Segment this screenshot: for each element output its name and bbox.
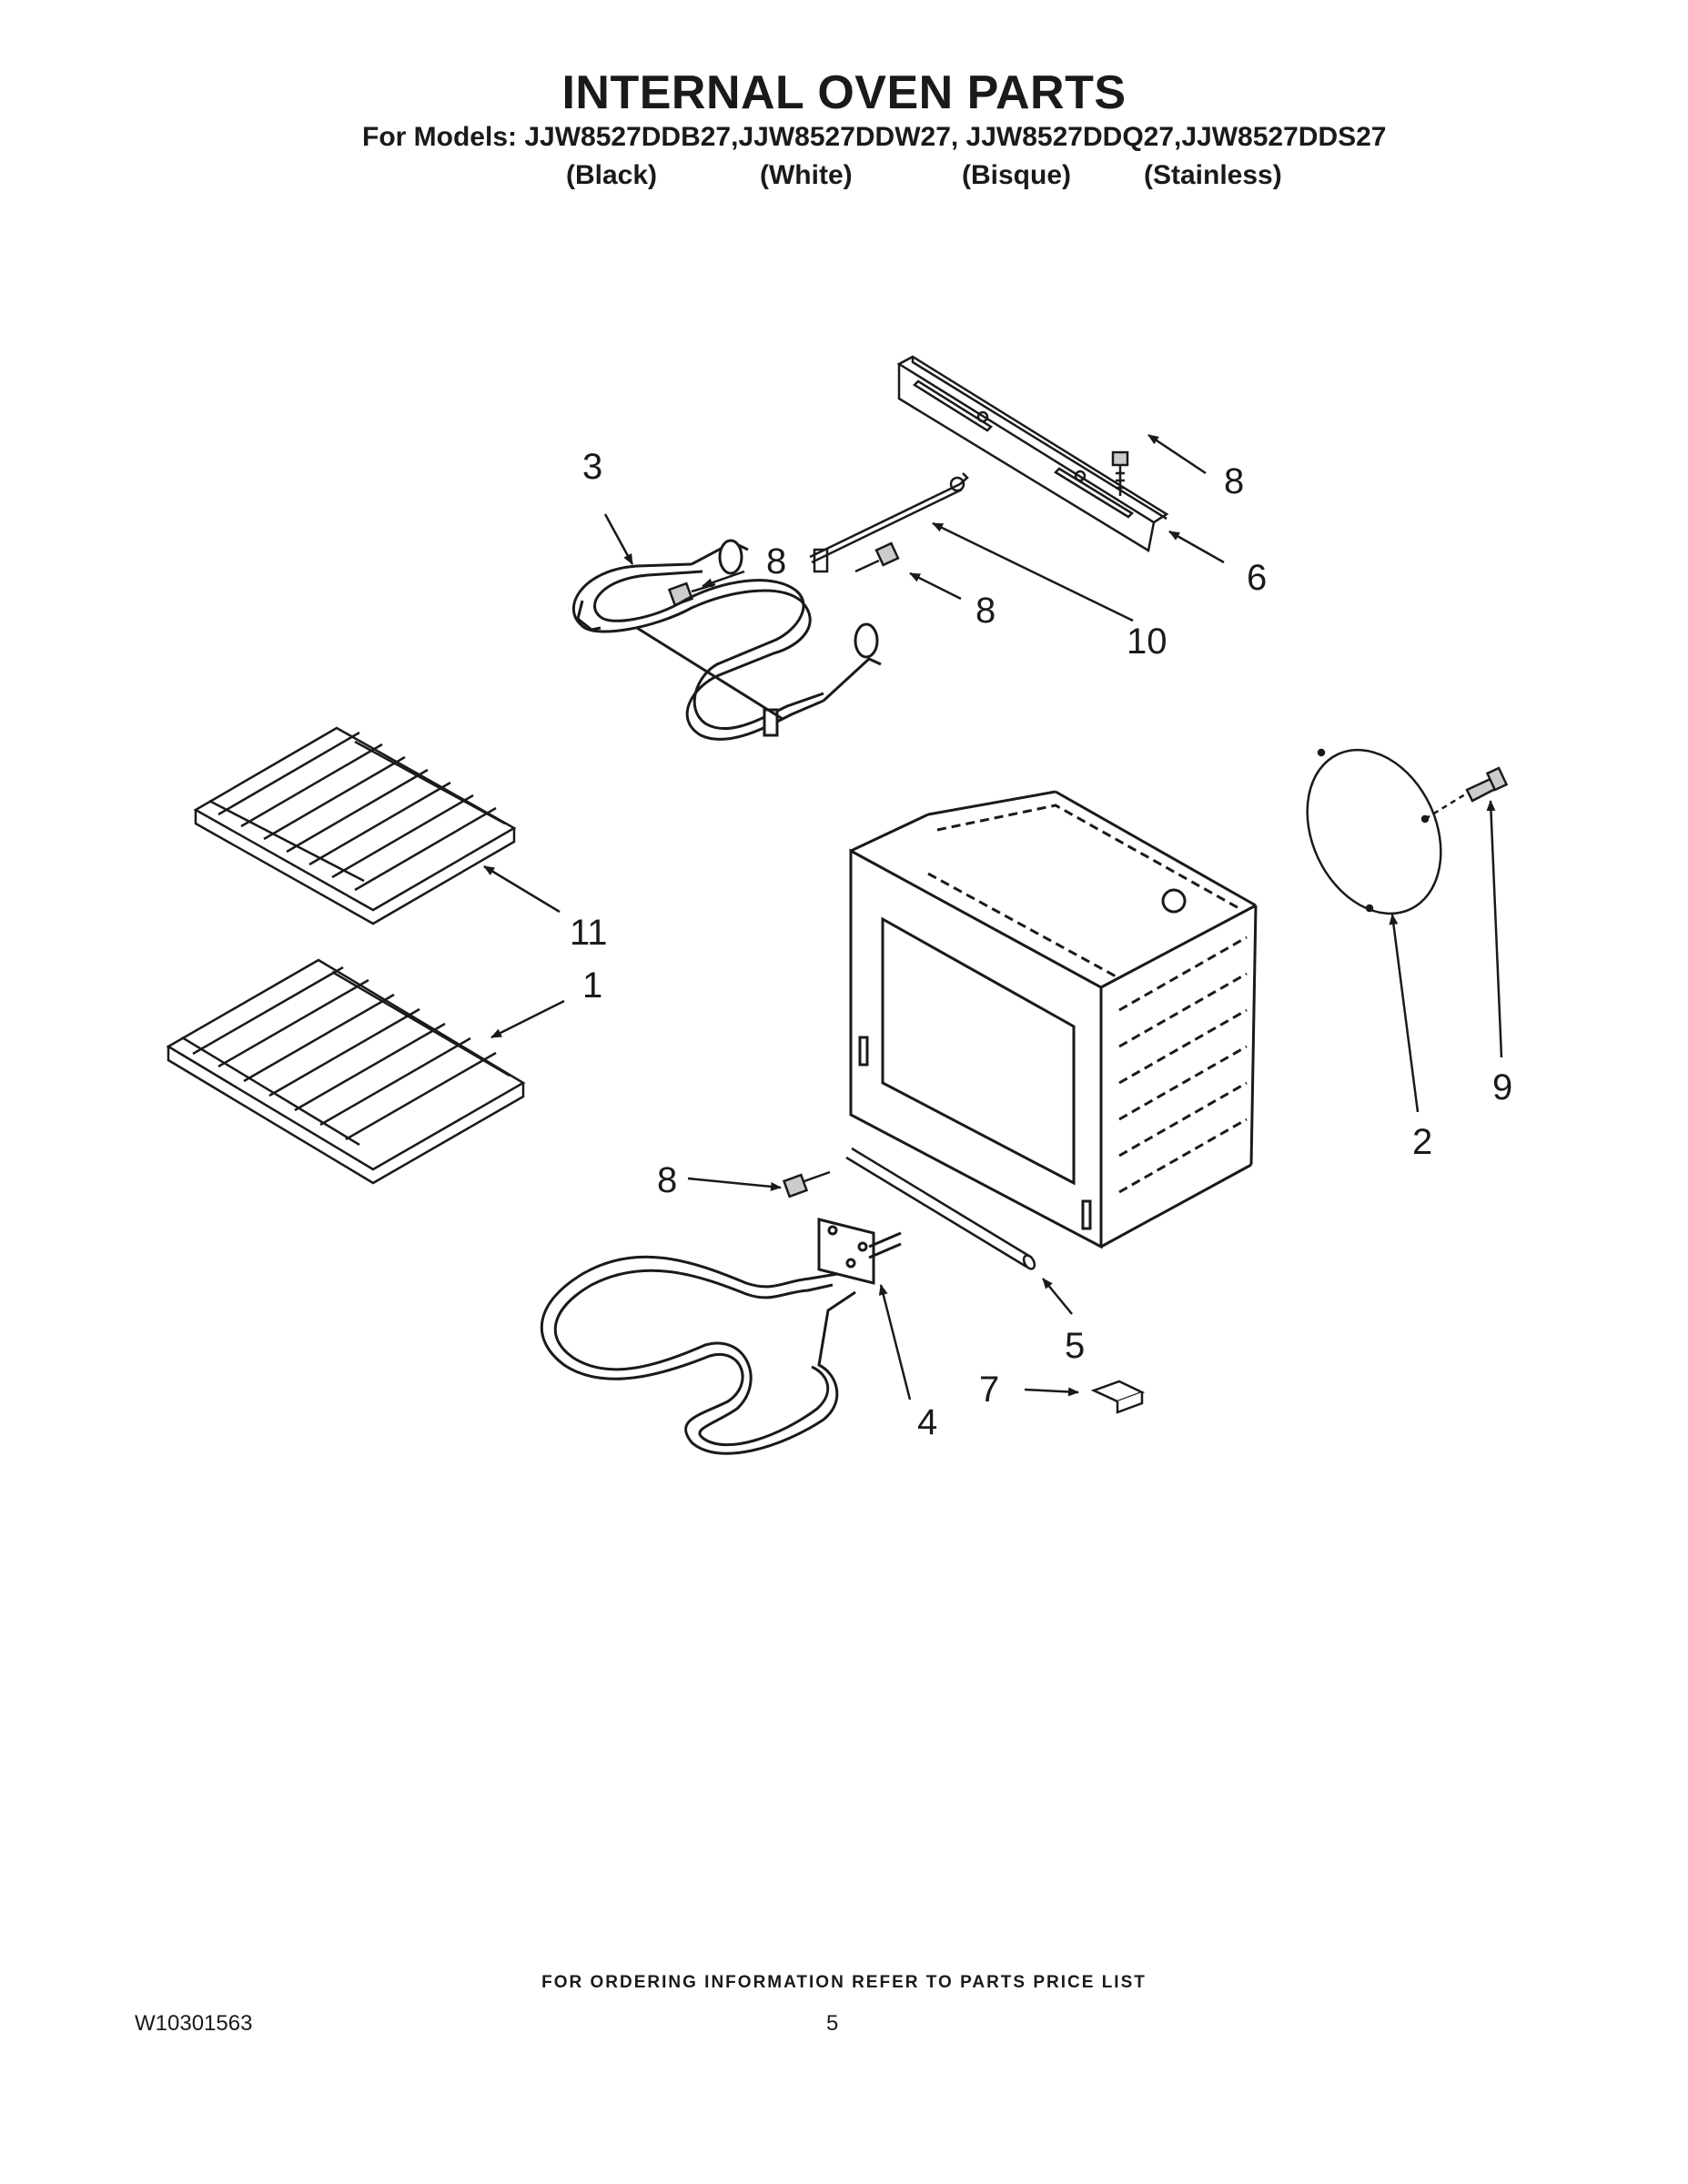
- leader-lines: [483, 433, 1503, 1400]
- ordering-note: FOR ORDERING INFORMATION REFER TO PARTS …: [541, 1973, 1147, 1992]
- callout-7-clip: 7: [979, 1370, 999, 1410]
- callout-8-bake-screw: 8: [657, 1160, 677, 1200]
- bracket-part: [896, 355, 1169, 553]
- callout-8-screw-bracket: 8: [1224, 461, 1244, 501]
- round-cover-part: [1306, 748, 1466, 915]
- clip-part: [1090, 1380, 1146, 1414]
- color-black: (Black): [566, 160, 658, 190]
- broil-element-part: [571, 539, 882, 741]
- color-white: (White): [760, 160, 853, 190]
- oven-cavity-part: [849, 790, 1258, 1249]
- callout-2-cover: 2: [1412, 1122, 1432, 1162]
- rod-part: [845, 1147, 1036, 1270]
- sensor-probe-part: [809, 472, 969, 573]
- callout-10-sensor: 10: [1127, 622, 1167, 662]
- callout-4-bake-element: 4: [917, 1402, 937, 1442]
- callout-8-probe-screw: 8: [975, 591, 996, 631]
- page-number: 5: [826, 2011, 839, 2036]
- screw-lower: [782, 1170, 831, 1198]
- screw-top-right: [1111, 450, 1129, 496]
- callout-5-rod: 5: [1065, 1326, 1085, 1366]
- callout-6-bracket: 6: [1247, 558, 1267, 598]
- bake-element-part: [540, 1218, 902, 1455]
- models-line: For Models: JJW8527DDB27,JJW8527DDW27, J…: [362, 122, 1387, 152]
- callout-1-lower-rack: 1: [582, 966, 602, 1006]
- callout-9-screw: 9: [1492, 1067, 1512, 1107]
- page-title: INTERNAL OVEN PARTS: [561, 66, 1127, 119]
- cover-screw-part: [1465, 766, 1509, 803]
- color-stainless: (Stainless): [1144, 160, 1282, 190]
- callout-11-upper-rack: 11: [570, 913, 608, 953]
- lower-oven-rack-part: [166, 958, 526, 1185]
- color-bisque: (Bisque): [962, 160, 1071, 190]
- document-number: W10301563: [135, 2011, 253, 2036]
- upper-oven-rack-part: [193, 726, 517, 925]
- callout-8-broil-screw: 8: [766, 541, 786, 581]
- screw-probe-right: [854, 541, 900, 573]
- callout-3-broil-element: 3: [582, 447, 602, 487]
